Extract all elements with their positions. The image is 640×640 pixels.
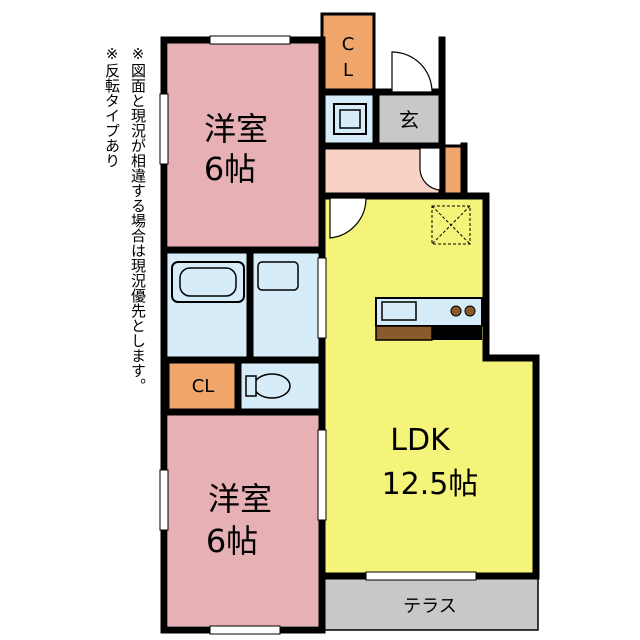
western-room-lower <box>168 414 320 626</box>
washbasin-bowl <box>339 109 361 129</box>
doors <box>329 51 441 239</box>
closet-upper-label-c: C <box>342 34 355 55</box>
terrace-label: テラス <box>403 596 457 617</box>
windows <box>159 35 477 635</box>
ceiling-hatch <box>431 205 471 245</box>
closet-upper-label-l: L <box>343 60 353 81</box>
closet-upper <box>320 12 376 92</box>
western-room-upper <box>168 42 320 248</box>
bathtub-inner <box>179 267 237 297</box>
terrace <box>323 577 539 631</box>
western-room-lower-size: 6帖 <box>206 522 258 560</box>
washroom-sink <box>257 261 299 291</box>
toilet <box>253 373 291 399</box>
stove-burner-right <box>464 305 476 317</box>
western-room-lower-name: 洋室 <box>208 480 272 518</box>
stove-burner-left <box>450 305 462 317</box>
note-reversed-type: ※反転タイプあり <box>103 45 121 168</box>
ldk-name: LDK <box>390 423 451 458</box>
entrance-label: 玄 <box>399 108 419 132</box>
western-room-upper-name: 洋室 <box>204 110 268 148</box>
ldk-room <box>324 198 534 574</box>
note-differs-from-actual: ※図面と現況が相違する場合は現況優先とします。 <box>129 45 147 393</box>
counter-wood <box>375 325 433 341</box>
kitchen-sink <box>381 301 417 321</box>
western-room-upper-size: 6帖 <box>204 150 256 188</box>
closet-lower-label: CL <box>192 376 215 397</box>
entrance <box>378 94 440 144</box>
toilet-tank <box>245 375 257 397</box>
ldk-size: 12.5帖 <box>382 467 479 502</box>
counter-edge <box>432 326 482 340</box>
ceiling-hatch-diag2 <box>431 205 471 245</box>
